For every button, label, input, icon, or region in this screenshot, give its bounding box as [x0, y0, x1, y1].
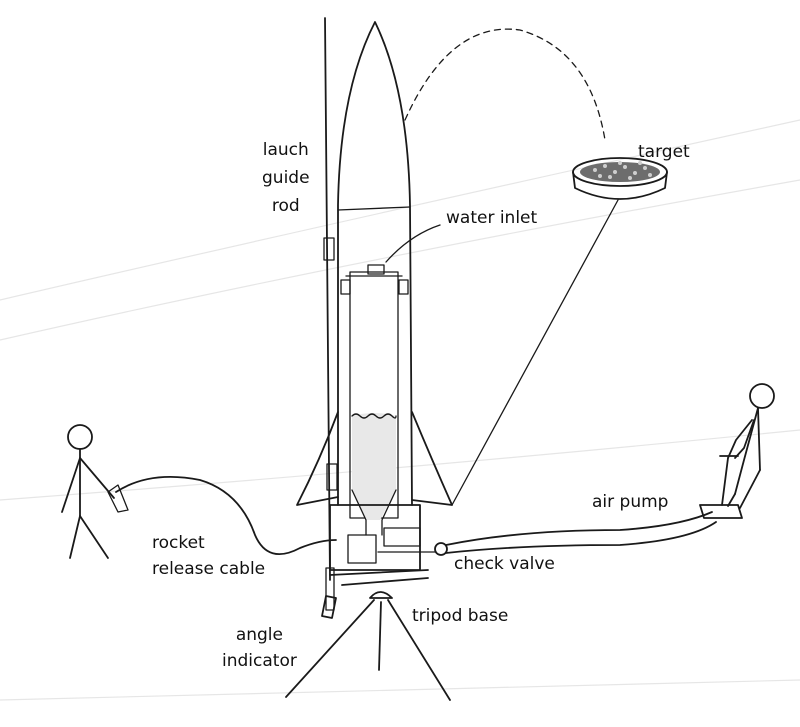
launcher-person-figure [61, 424, 129, 559]
air-pump-label: air pump [592, 492, 669, 512]
launch-guide-rod-line-3: rod [271, 196, 300, 216]
release-cable [115, 475, 337, 556]
aim-line [451, 199, 619, 506]
rocket-body [296, 21, 453, 536]
pump-person-figure [699, 383, 775, 519]
angle-indicator-label: angle indicator [222, 622, 297, 674]
rocket-release-cable-line-2: release cable [152, 559, 266, 579]
rocket-release-cable-label: rocket release cable [152, 530, 265, 582]
launch-guide-rod-label: lauch guide rod [262, 136, 310, 220]
target-label: target [638, 142, 690, 162]
target-dish [572, 157, 668, 200]
trajectory-line [404, 28, 606, 141]
check-valve [434, 542, 448, 556]
background-lines [0, 119, 800, 701]
tripod-base-label: tripod base [412, 606, 509, 626]
water-inlet-label: water inlet [446, 208, 538, 228]
launch-guide-rod-line-2: guide [262, 168, 310, 188]
tripod-base [285, 567, 451, 701]
angle-indicator-line-1: angle [235, 625, 283, 645]
check-valve-label: check valve [454, 554, 555, 574]
water-inlet-leader [385, 224, 441, 263]
release-housing [329, 504, 448, 571]
angle-indicator-icon [321, 595, 337, 619]
launch-guide-rod-line-1: lauch [262, 140, 309, 160]
angle-indicator-line-2: indicator [222, 651, 297, 671]
rocket-release-cable-line-1: rocket [152, 533, 205, 553]
air-hose [445, 511, 717, 554]
launch-guide-rod [323, 17, 338, 581]
